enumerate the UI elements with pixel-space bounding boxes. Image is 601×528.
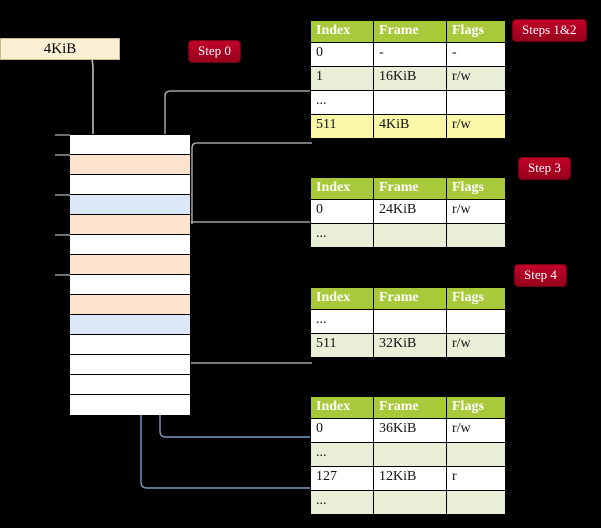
badge-step-3: Step 3 — [519, 158, 570, 179]
memory-frame-row — [70, 335, 190, 355]
memory-frame-row — [70, 295, 190, 315]
memory-frame-row — [70, 195, 190, 215]
table-cell-index: 511 — [310, 114, 374, 139]
memory-tick — [55, 234, 70, 236]
table-cell-index: ... — [310, 90, 374, 115]
table-cell-frame: - — [373, 42, 447, 67]
memory-frame-row — [70, 255, 190, 275]
table-cell-frame — [373, 90, 447, 115]
table-cell-flags — [446, 442, 506, 467]
table-row: ... — [310, 309, 506, 334]
memory-frame-row — [70, 235, 190, 255]
table-cell-flags: r/w — [446, 66, 506, 91]
table-cell-index: ... — [310, 442, 374, 467]
column-header-index: Index — [310, 396, 374, 419]
table-cell-index: ... — [310, 490, 374, 515]
table-row: ... — [310, 90, 506, 115]
memory-frame-row — [70, 215, 190, 235]
table-cell-flags: r/w — [446, 418, 506, 443]
table-cell-index: ... — [310, 309, 374, 334]
column-header-flags: Flags — [446, 287, 506, 310]
column-header-frame: Frame — [373, 20, 447, 43]
table-cell-frame: 12KiB — [373, 466, 447, 491]
memory-frame-row — [70, 355, 190, 375]
memory-frame-row — [70, 375, 190, 395]
memory-frame-row — [70, 135, 190, 155]
table-cell-index: 127 — [310, 466, 374, 491]
table-cell-index: 0 — [310, 42, 374, 67]
table-cell-flags — [446, 490, 506, 515]
table-cell-flags: - — [446, 42, 506, 67]
table-row: 0-- — [310, 42, 506, 67]
memory-frame-row — [70, 275, 190, 295]
table-cell-index: ... — [310, 223, 374, 248]
badge-steps-1-2: Steps 1&2 — [513, 20, 586, 41]
table-row: ... — [310, 223, 506, 248]
table-cell-index: 511 — [310, 333, 374, 358]
table-cell-frame: 32KiB — [373, 333, 447, 358]
table-cell-index: 0 — [310, 199, 374, 224]
memory-frame-row — [70, 395, 190, 415]
column-header-flags: Flags — [446, 396, 506, 419]
physical-memory-column — [69, 134, 191, 415]
table-cell-frame — [373, 223, 447, 248]
table-cell-flags — [446, 90, 506, 115]
table-row: ... — [310, 442, 506, 467]
table-cell-frame — [373, 309, 447, 334]
table-cell-flags — [446, 223, 506, 248]
table-cell-flags: r/w — [446, 333, 506, 358]
table-cell-index: 0 — [310, 418, 374, 443]
table-cell-frame: 16KiB — [373, 66, 447, 91]
column-header-flags: Flags — [446, 177, 506, 200]
column-header-frame: Frame — [373, 177, 447, 200]
memory-tick — [55, 154, 70, 156]
badge-step-4: Step 4 — [515, 265, 566, 286]
table-cell-flags: r/w — [446, 114, 506, 139]
table-row: ... — [310, 490, 506, 515]
memory-tick — [55, 274, 70, 276]
memory-frame-row — [70, 315, 190, 335]
table-cell-frame — [373, 442, 447, 467]
memory-tick — [55, 134, 70, 136]
column-header-index: Index — [310, 287, 374, 310]
column-header-flags: Flags — [446, 20, 506, 43]
table-cell-flags: r — [446, 466, 506, 491]
table-cell-frame: 4KiB — [373, 114, 447, 139]
memory-frame-row — [70, 155, 190, 175]
table-cell-frame: 36KiB — [373, 418, 447, 443]
memory-frame-row — [70, 175, 190, 195]
source-frame-box: 4KiB — [0, 38, 120, 60]
table-cell-frame — [373, 490, 447, 515]
table-cell-frame: 24KiB — [373, 199, 447, 224]
column-header-frame: Frame — [373, 287, 447, 310]
table-cell-index: 1 — [310, 66, 374, 91]
table-cell-flags: r/w — [446, 199, 506, 224]
badge-step-0: Step 0 — [189, 41, 240, 62]
table-cell-flags — [446, 309, 506, 334]
memory-tick — [55, 194, 70, 196]
column-header-index: Index — [310, 177, 374, 200]
column-header-index: Index — [310, 20, 374, 43]
column-header-frame: Frame — [373, 396, 447, 419]
